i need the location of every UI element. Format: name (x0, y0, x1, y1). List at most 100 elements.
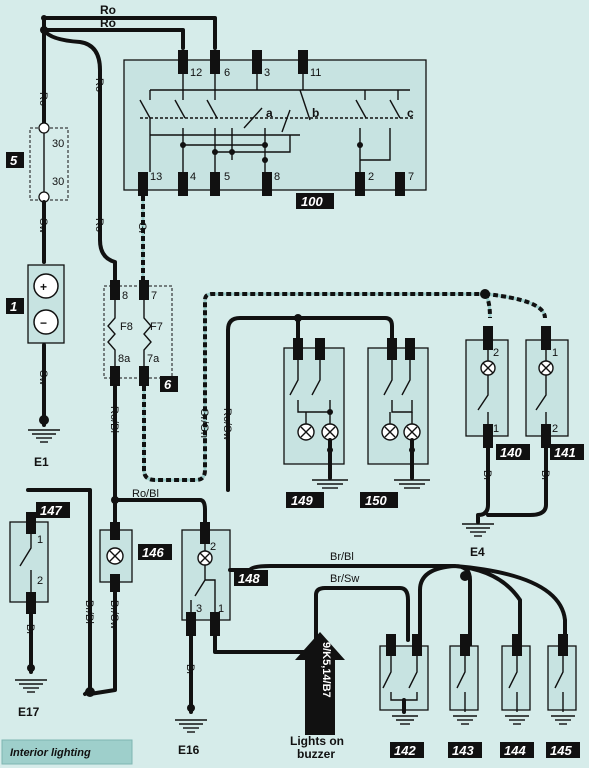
tag-141-bg (550, 444, 584, 460)
switch-147 (9, 512, 49, 614)
label-ro-mid: Ro (93, 78, 105, 92)
tag-145-bg (546, 742, 580, 758)
grounds-142-145 (392, 715, 575, 725)
pin-140-1: 1 (493, 423, 499, 435)
tag-146: 146 (142, 545, 164, 560)
pin-5: 5 (224, 171, 230, 183)
switch-144 (501, 634, 531, 712)
reference-text-2: buzzer (297, 747, 335, 761)
tag-146-bg (138, 544, 172, 560)
tag-145: 145 (550, 743, 572, 758)
wire-ro-to-fuse (42, 28, 117, 292)
switch-b: b (312, 106, 319, 120)
module-100-top-plugs (178, 50, 308, 74)
label-ro-top1: Ro (100, 3, 116, 17)
pin-13: 13 (150, 171, 162, 183)
tag-1: 1 (10, 299, 17, 314)
label-gr: Gr (136, 222, 148, 235)
label-e4: E4 (470, 545, 485, 559)
tag-147: 147 (40, 503, 62, 518)
label-ro-sw: Ro/Sw (221, 408, 233, 440)
fuse-7-plug-top (139, 280, 149, 300)
label-br-147: Br (24, 624, 36, 635)
junction-ro-sw (294, 314, 302, 322)
label-ro-top2: Ro (100, 16, 116, 30)
switch-module-100 (123, 59, 427, 191)
light-unit-150 (367, 338, 429, 480)
battery-plus-terminal (33, 273, 59, 299)
tag-100: 100 (301, 194, 323, 209)
pin-7: 7 (408, 171, 414, 183)
wire-ro-bl-to-148 (113, 498, 207, 532)
switch-142 (379, 634, 429, 714)
ground-e17 (15, 679, 47, 693)
fuse-7-plug-bottom (139, 366, 149, 386)
junction-br-bl (460, 571, 470, 581)
junction-top (41, 15, 47, 21)
tag-144-bg (500, 742, 534, 758)
pin-6: 6 (224, 67, 230, 79)
junction-gr-gn (480, 289, 490, 299)
pin-141-1: 1 (552, 347, 558, 359)
tag-142: 142 (394, 743, 416, 758)
pin-8: 8 (274, 171, 280, 183)
label-ro-bl-1: Ro/Bl (108, 406, 120, 433)
switch-lamp-140 (465, 326, 509, 448)
pin-147-2: 2 (37, 575, 43, 587)
tag-141: 141 (554, 445, 576, 460)
label-ro-low: Ro (93, 218, 105, 232)
lamp-146 (99, 522, 133, 592)
fuse-f7-label: F7 (150, 321, 163, 333)
reference-text-1: Lights on (290, 734, 344, 748)
switch-a: a (266, 106, 273, 120)
ground-e4 (462, 523, 494, 537)
caption-bg (1, 739, 133, 765)
tag-150: 150 (365, 493, 387, 508)
pin-148-3: 3 (196, 603, 202, 615)
fuse-8-label: 8 (122, 290, 128, 302)
tag-143-bg (448, 742, 482, 758)
label-sw-2: Sw (37, 370, 49, 385)
module-100-bottom-plugs (138, 172, 405, 196)
ground-149 (312, 479, 348, 489)
pin-3: 3 (264, 67, 270, 79)
reference-code: 9/K5,14/B7 (320, 642, 332, 698)
pin-148-1: 1 (218, 603, 224, 615)
battery-minus-terminal (33, 309, 59, 335)
wire-ro-sw (226, 316, 394, 492)
label-br-148: Br (184, 664, 196, 675)
wire-br-sw-146 (88, 588, 117, 696)
tag-149: 149 (291, 493, 313, 508)
ground-150 (394, 479, 430, 489)
label-br-sw-1: Br/Sw (108, 600, 120, 629)
switch-143 (449, 634, 479, 712)
tag-5: 5 (10, 153, 18, 168)
fuse-7a-label: 7a (147, 353, 160, 365)
wire-gr-gn (142, 292, 485, 482)
ground-e1-symbol (28, 429, 60, 443)
wire-ro-top-2 (42, 28, 185, 50)
wire-br-bl-2 (228, 564, 567, 647)
battery-plus: + (40, 280, 47, 294)
tag-149-bg (286, 492, 324, 508)
pin-2: 2 (368, 171, 374, 183)
tag-144: 144 (504, 743, 526, 758)
tag-148-bg (234, 570, 268, 586)
ground-dot-e17 (27, 664, 35, 672)
pin-11: 11 (310, 67, 321, 79)
switch-lamp-141 (525, 326, 569, 448)
pin-4: 4 (190, 171, 196, 183)
label-br-bl-2: Br/Bl (330, 551, 354, 563)
switch-c: c (407, 106, 414, 120)
switch-145 (547, 634, 577, 712)
tag-150-bg (360, 492, 398, 508)
fuse-f8-label: F8 (120, 321, 133, 333)
tag-140-bg (496, 444, 530, 460)
fuse-f7-element (143, 300, 152, 366)
label-br-140: Br (481, 470, 493, 481)
label-ro-left: Ro (37, 92, 49, 106)
label-ro-bl-2: Ro/Bl (132, 488, 159, 500)
battery-minus: − (40, 316, 47, 330)
